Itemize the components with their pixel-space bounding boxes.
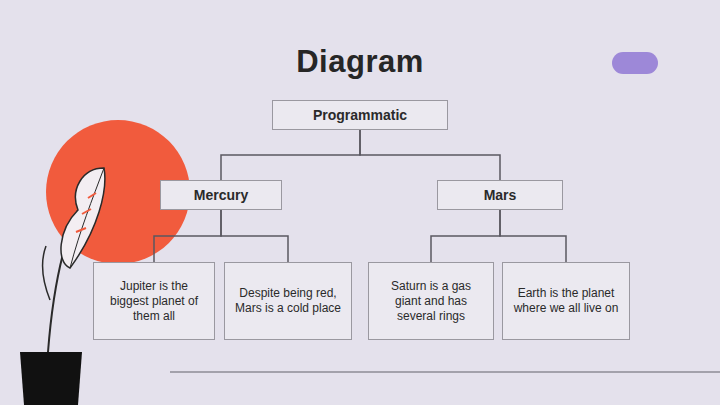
category-box: Programmatic xyxy=(272,100,448,130)
description-box: Saturn is a gas giant and has several ri… xyxy=(368,262,494,340)
tree-connector xyxy=(360,130,500,180)
tree-connector xyxy=(500,210,566,262)
category-box: Mars xyxy=(437,180,563,210)
description-box: Despite being red, Mars is a cold place xyxy=(224,262,352,340)
page-pill xyxy=(612,52,658,74)
tree-connector xyxy=(221,130,360,180)
category-box: Mercury xyxy=(160,180,282,210)
footer-line xyxy=(170,371,720,373)
diagram-title: Diagram xyxy=(0,44,720,80)
box-text: Earth is the planet where we all live on xyxy=(503,280,629,322)
description-box: Earth is the planet where we all live on xyxy=(502,262,630,340)
box-heading: Mercury xyxy=(186,187,256,203)
plant-pot xyxy=(20,352,82,405)
box-text: Jupiter is the biggest planet of them al… xyxy=(94,273,214,330)
description-box: Jupiter is the biggest planet of them al… xyxy=(93,262,215,340)
box-heading: Mars xyxy=(476,187,525,203)
box-text: Despite being red, Mars is a cold place xyxy=(225,280,351,322)
tree-connector xyxy=(221,210,288,262)
tree-connector xyxy=(154,210,221,262)
box-heading: Programmatic xyxy=(305,107,415,123)
box-text: Saturn is a gas giant and has several ri… xyxy=(369,273,493,330)
tree-connector xyxy=(431,210,500,262)
